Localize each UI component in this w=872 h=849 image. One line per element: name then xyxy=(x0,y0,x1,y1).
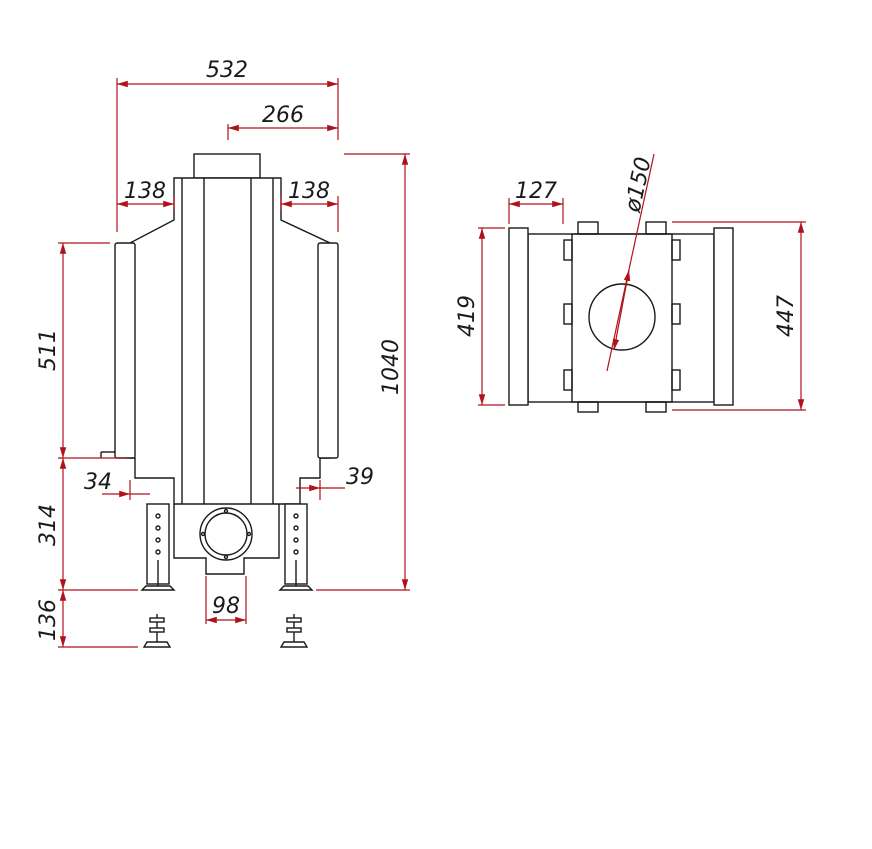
dim-flue-diameter: ø150 xyxy=(620,155,656,215)
top-view: 127 ø150 419 447 xyxy=(455,153,806,413)
right-extension-foot xyxy=(279,614,309,648)
dim-total-height: 1040 xyxy=(379,339,404,395)
dim-side-right: 138 xyxy=(288,179,330,204)
right-leg xyxy=(278,503,314,591)
top-right-panel xyxy=(713,227,734,406)
dim-width: 532 xyxy=(206,58,248,83)
dim-left-gap: 34 xyxy=(84,470,112,495)
flue-collar xyxy=(193,153,261,179)
dim-side-left: 138 xyxy=(124,179,166,204)
dim-outlet-offset: 266 xyxy=(262,103,304,128)
left-side-panel xyxy=(114,242,136,459)
dim-bottom-outlet: 98 xyxy=(212,594,240,619)
flue-opening xyxy=(588,283,656,351)
stove-body xyxy=(129,177,331,505)
right-side-panel xyxy=(317,242,339,459)
dim-depth-outer: 447 xyxy=(774,295,799,337)
left-extension-foot xyxy=(142,614,172,648)
top-left-panel xyxy=(508,227,529,406)
dim-left-offset: 127 xyxy=(515,179,557,204)
dim-right-gap: 39 xyxy=(346,465,374,490)
dim-height-upper: 511 xyxy=(36,329,61,371)
left-leg xyxy=(140,503,176,591)
dim-feet-extension: 136 xyxy=(36,599,61,641)
dim-depth-inner: 419 xyxy=(455,295,480,337)
dim-height-lower: 314 xyxy=(36,504,61,546)
bottom-outlet xyxy=(199,507,253,561)
front-view: 532 266 138 138 511 1040 34 39 314 136 9… xyxy=(36,58,410,648)
